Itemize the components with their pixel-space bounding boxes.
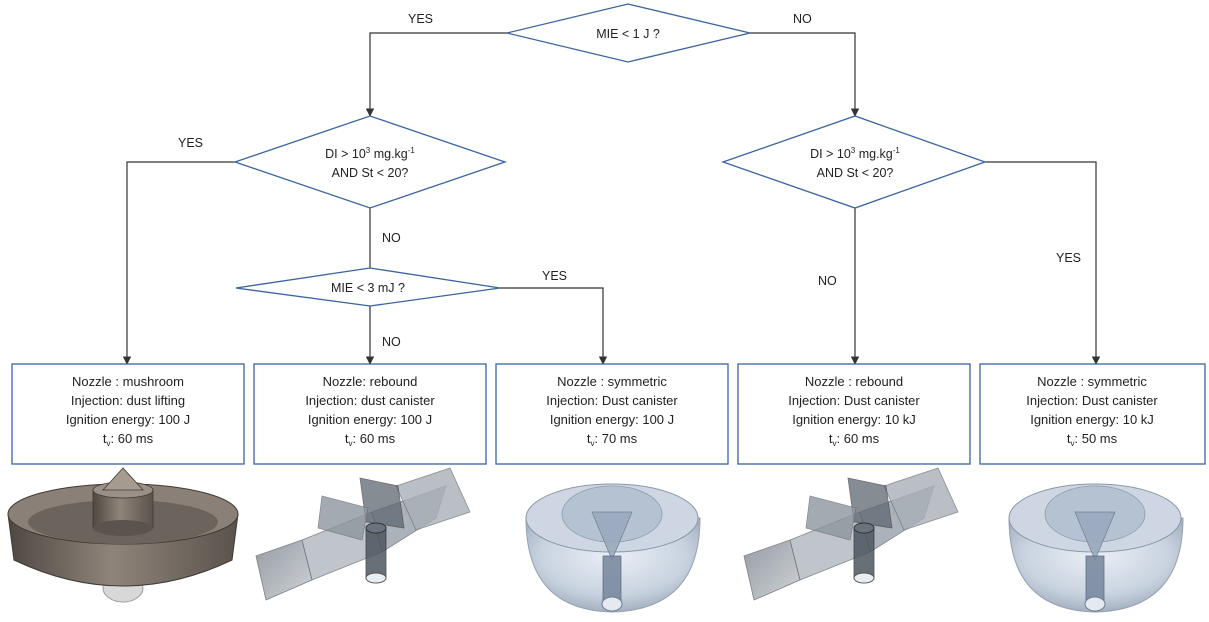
- label-right-yes: YES: [1056, 251, 1081, 265]
- connectors: [122, 32, 1101, 365]
- rebound-nozzle-image-1: [255, 467, 471, 601]
- result-box-5: Nozzle : symmetric Injection: Dust canis…: [979, 363, 1206, 465]
- decision-right-line1: DI > 103 mg.kg-1: [810, 146, 900, 161]
- label-top-no: NO: [793, 12, 812, 26]
- result-1-energy: Ignition energy: 100 J: [66, 412, 190, 427]
- edge-labels: YES NO YES NO YES NO NO YES: [178, 12, 1081, 349]
- result-5-nozzle: Nozzle : symmetric: [1037, 374, 1147, 389]
- decision-right: DI > 103 mg.kg-1 AND St < 20?: [721, 115, 987, 209]
- label-left-yes: YES: [178, 136, 203, 150]
- decision-left-line1: DI > 103 mg.kg-1: [325, 146, 415, 161]
- decision-left-line2: AND St < 20?: [332, 166, 409, 180]
- result-2-injection: Injection: dust canister: [305, 393, 435, 408]
- symmetric-nozzle-image-1: [525, 483, 701, 613]
- result-4-tv: tv: 60 ms: [829, 431, 880, 448]
- result-box-1: Nozzle : mushroom Injection: dust liftin…: [11, 363, 245, 465]
- label-top-yes: YES: [408, 12, 433, 26]
- result-1-tv: tv: 60 ms: [103, 431, 154, 448]
- result-5-tv: tv: 50 ms: [1067, 431, 1118, 448]
- result-3-energy: Ignition energy: 100 J: [550, 412, 674, 427]
- label-mid-yes: YES: [542, 269, 567, 283]
- result-box-4: Nozzle : rebound Injection: Dust caniste…: [737, 363, 971, 465]
- result-3-tv: tv: 70 ms: [587, 431, 638, 448]
- result-box-2: Nozzle: rebound Injection: dust canister…: [253, 363, 487, 465]
- result-4-injection: Injection: Dust canister: [788, 393, 920, 408]
- result-box-3: Nozzle : symmetric Injection: Dust canis…: [495, 363, 729, 465]
- result-2-tv: tv: 60 ms: [345, 431, 396, 448]
- result-2-energy: Ignition energy: 100 J: [308, 412, 432, 427]
- label-mid-no: NO: [382, 335, 401, 349]
- result-4-nozzle: Nozzle : rebound: [805, 374, 903, 389]
- mushroom-nozzle-image: [7, 467, 239, 603]
- result-2-nozzle: Nozzle: rebound: [323, 374, 418, 389]
- edge-mid-yes: [500, 287, 608, 365]
- decision-mid: MIE < 3 mJ ?: [235, 267, 501, 307]
- edge-left-yes: [122, 161, 235, 365]
- decision-mid-text: MIE < 3 mJ ?: [331, 281, 405, 295]
- decision-top-text: MIE < 1 J ?: [596, 27, 660, 41]
- label-right-no: NO: [818, 274, 837, 288]
- result-5-energy: Ignition energy: 10 kJ: [1030, 412, 1154, 427]
- result-3-injection: Injection: Dust canister: [546, 393, 678, 408]
- symmetric-nozzle-image-2: [1008, 483, 1184, 613]
- decision-top: MIE < 1 J ?: [506, 3, 751, 63]
- decision-left: DI > 103 mg.kg-1 AND St < 20?: [232, 115, 508, 209]
- edge-right-yes: [985, 161, 1101, 365]
- result-1-injection: Injection: dust lifting: [71, 393, 185, 408]
- result-3-nozzle: Nozzle : symmetric: [557, 374, 667, 389]
- result-5-injection: Injection: Dust canister: [1026, 393, 1158, 408]
- edge-top-no: [750, 32, 860, 117]
- result-4-energy: Ignition energy: 10 kJ: [792, 412, 916, 427]
- edge-top-yes: [365, 32, 507, 117]
- label-left-no: NO: [382, 231, 401, 245]
- rebound-nozzle-image-2: [743, 467, 959, 601]
- decision-right-line2: AND St < 20?: [817, 166, 894, 180]
- result-1-nozzle: Nozzle : mushroom: [72, 374, 184, 389]
